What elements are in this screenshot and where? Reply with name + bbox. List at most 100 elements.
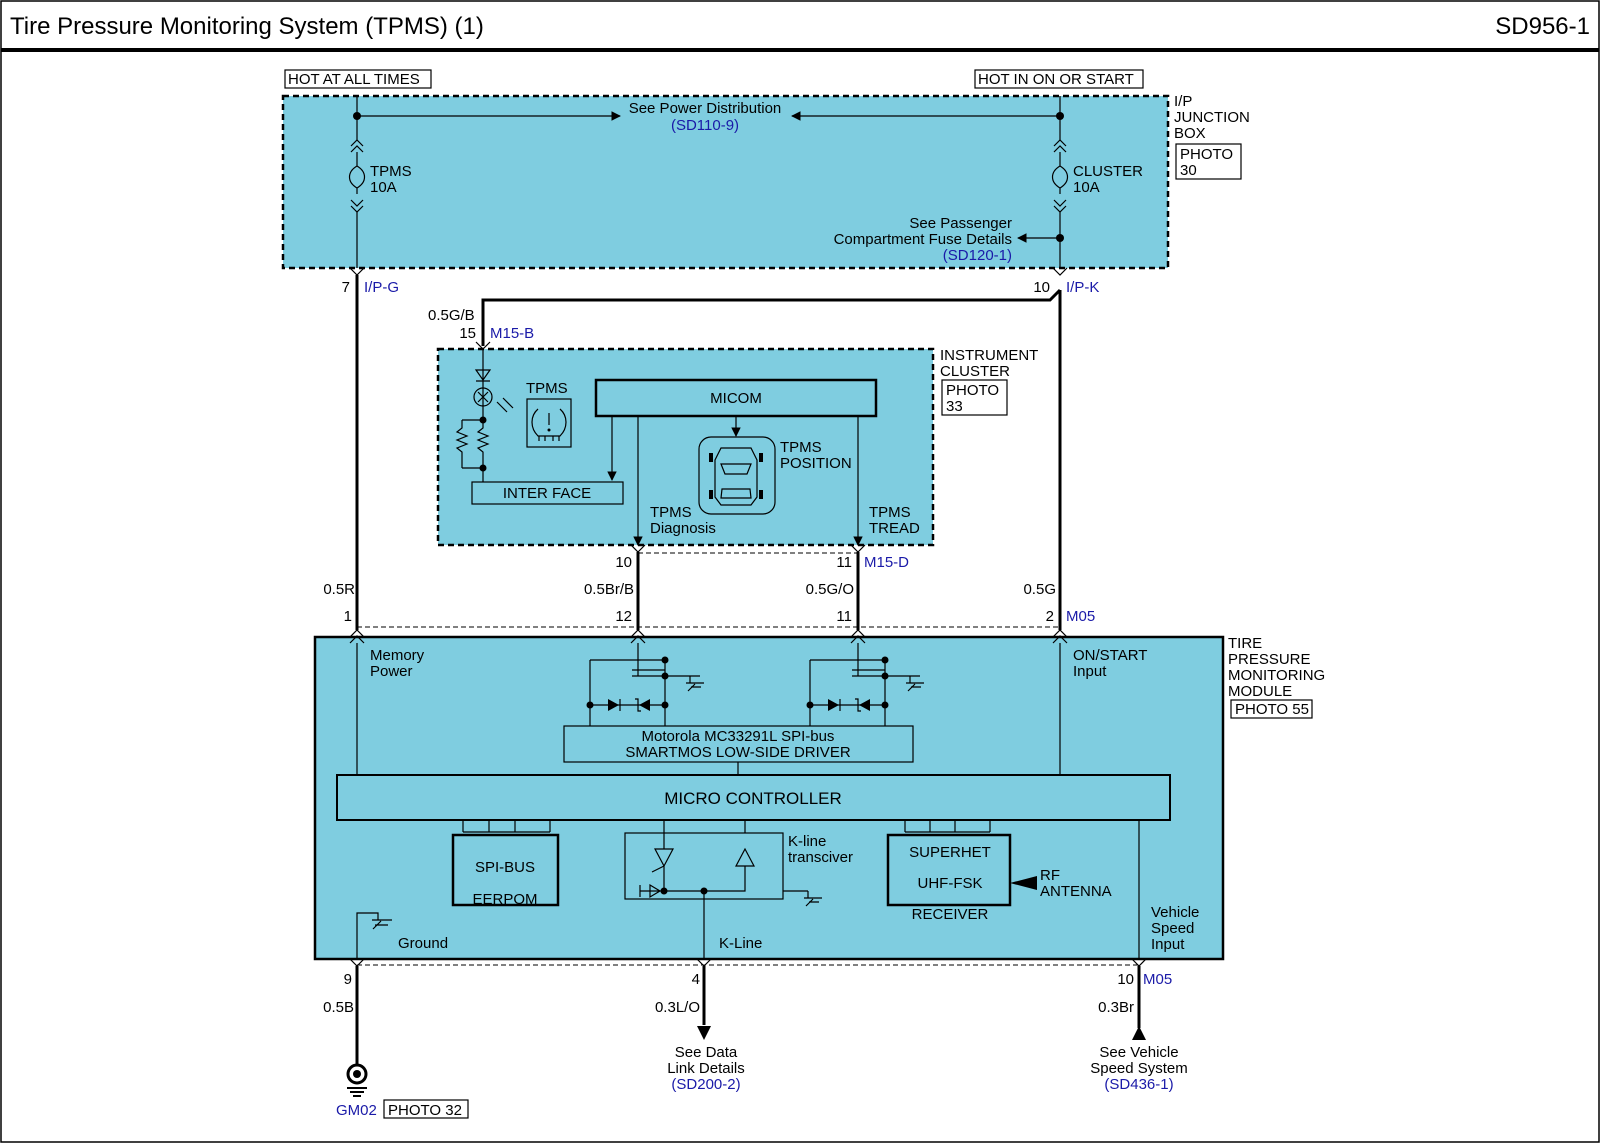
spi-label-2: EERPOM xyxy=(472,891,537,908)
cluster-label-2: CLUSTER xyxy=(940,363,1010,380)
junction-photo-tag xyxy=(1175,143,1242,180)
cluster-fuse-icon xyxy=(1051,139,1069,213)
diode-icon xyxy=(474,369,492,382)
tpms-fuse-icon xyxy=(348,139,366,213)
power-distribution-label: See Power Distribution xyxy=(629,100,782,117)
rf-label-1: RF xyxy=(1040,867,1060,884)
kline-trans-label-1: K-line xyxy=(788,833,826,850)
pin-cluster-in: 15 xyxy=(459,325,476,342)
tpms-tread-label-2: TREAD xyxy=(869,520,920,537)
fuse-tpms-rating: 10A xyxy=(370,179,397,196)
conn-cluster-in: M15-B xyxy=(490,325,534,342)
wire-label-0-5b: 0.5B xyxy=(323,999,354,1016)
pin-left: 7 xyxy=(342,279,350,296)
ground-id: GM02 xyxy=(336,1102,377,1119)
tpms-lamp-led-icon xyxy=(473,387,493,407)
tpms-tread-label-1: TPMS xyxy=(869,504,911,521)
module-photo: PHOTO 55 xyxy=(1235,701,1309,718)
power-distribution-ref: (SD110-9) xyxy=(671,117,739,134)
vss-ref-label-2: Speed System xyxy=(1090,1060,1188,1077)
data-link-label-2: Link Details xyxy=(667,1060,745,1077)
conn-cluster-out: M15-D xyxy=(864,554,909,571)
tpms-position-label-1: TPMS xyxy=(780,439,822,456)
passenger-label-2: Compartment Fuse Details xyxy=(834,231,1012,248)
passenger-label-1: See Passenger xyxy=(909,215,1012,232)
cluster-photo-tag xyxy=(941,379,1008,416)
kline-trans-label-2: transciver xyxy=(788,849,853,866)
fuse-cluster-rating: 10A xyxy=(1073,179,1100,196)
wire-label-0-3lo: 0.3L/O xyxy=(655,999,700,1016)
onstart-label-1: ON/START xyxy=(1073,647,1147,664)
buffer-icon-left xyxy=(654,833,674,891)
micom-box xyxy=(594,378,878,418)
tpms-position-icon xyxy=(698,436,776,515)
page-code: SD956-1 xyxy=(1495,13,1590,40)
pin-bottom-4: 4 xyxy=(692,971,700,988)
micro-controller-box xyxy=(336,774,1171,821)
spi-eerpom-box xyxy=(451,833,560,907)
module-label-1: TIRE xyxy=(1228,635,1262,652)
tpms-lamp-label: TPMS xyxy=(526,380,568,397)
wire-label-0-3br: 0.3Br xyxy=(1098,999,1134,1016)
rf-antenna-arrow-icon xyxy=(1010,876,1037,890)
pin-bottom-10: 10 xyxy=(1117,971,1134,988)
module-label-2: PRESSURE xyxy=(1228,651,1311,668)
pin-diag-out: 10 xyxy=(615,554,632,571)
driver-label-2: SMARTMOS LOW-SIDE DRIVER xyxy=(625,744,850,761)
wire-label-0-5g: 0.5G xyxy=(1023,581,1056,598)
wire-0-5gb xyxy=(481,288,1062,346)
vss-label-2: Speed xyxy=(1151,920,1194,937)
module-photo-tag xyxy=(1230,699,1313,719)
fuse-cluster-label: CLUSTER xyxy=(1073,163,1143,180)
page-title: Tire Pressure Monitoring System (TPMS) (… xyxy=(10,13,484,40)
mosfet-circuit-left xyxy=(586,643,704,726)
interface-box xyxy=(471,481,624,505)
data-link-label-1: See Data xyxy=(675,1044,738,1061)
receiver-label-3: RECEIVER xyxy=(912,906,989,923)
low-side-driver-box xyxy=(563,725,914,763)
tpms-warning-icon xyxy=(526,398,572,448)
conn-bottom-m05: M05 xyxy=(1143,971,1172,988)
pin-tread-out: 11 xyxy=(836,554,852,571)
junction-photo-2: 30 xyxy=(1180,162,1197,179)
hot-at-all-times-label: HOT AT ALL TIMES xyxy=(288,71,420,88)
pin-m05-11: 11 xyxy=(836,608,852,625)
data-link-arrow xyxy=(697,1026,711,1040)
buffer-icon-right xyxy=(664,847,755,892)
receiver-label-2: UHF-FSK xyxy=(918,875,983,892)
vss-label-3: Input xyxy=(1151,936,1185,953)
onstart-label-2: Input xyxy=(1073,663,1107,680)
ground-photo-tag xyxy=(383,1099,469,1119)
interface-label: INTER FACE xyxy=(503,485,591,502)
rf-label-2: ANTENNA xyxy=(1040,883,1112,900)
vss-ref-label-1: See Vehicle xyxy=(1099,1044,1178,1061)
tpms-diagnosis-label-2: Diagnosis xyxy=(650,520,716,537)
wire-label-0-5r: 0.5R xyxy=(323,581,355,598)
driver-label-1: Motorola MC33291L SPI-bus xyxy=(642,728,835,745)
tpms-position-label-2: POSITION xyxy=(780,455,852,472)
mosfet-circuit-right xyxy=(806,643,924,726)
junction-box-label-3: BOX xyxy=(1174,125,1206,142)
data-link-ref: (SD200-2) xyxy=(671,1076,740,1093)
junction-box-label-2: JUNCTION xyxy=(1174,109,1250,126)
conn-m05-top: M05 xyxy=(1066,608,1095,625)
conn-left: I/P-G xyxy=(364,279,399,296)
receiver-box xyxy=(886,833,1012,907)
ground-icon xyxy=(356,912,392,958)
receiver-label-1: SUPERHET xyxy=(909,844,991,861)
junction-photo-1: PHOTO xyxy=(1180,146,1233,163)
micro-controller-label: MICRO CONTROLLER xyxy=(664,789,842,808)
hot-at-all-times-tag xyxy=(284,69,432,89)
pin-m05-2: 2 xyxy=(1046,608,1054,625)
passenger-node xyxy=(1056,234,1064,242)
memory-power-label-2: Power xyxy=(370,663,413,680)
vss-ref: (SD436-1) xyxy=(1104,1076,1173,1093)
kline-label: K-Line xyxy=(719,935,762,952)
conn-right: I/P-K xyxy=(1066,279,1099,296)
cluster-photo-1: PHOTO xyxy=(946,382,999,399)
wire-label-0-5gb: 0.5G/B xyxy=(428,307,475,324)
module-label-4: MODULE xyxy=(1228,683,1292,700)
pin-m05-1: 1 xyxy=(344,608,352,625)
pin-right: 10 xyxy=(1033,279,1050,296)
memory-power-label-1: Memory xyxy=(370,647,425,664)
